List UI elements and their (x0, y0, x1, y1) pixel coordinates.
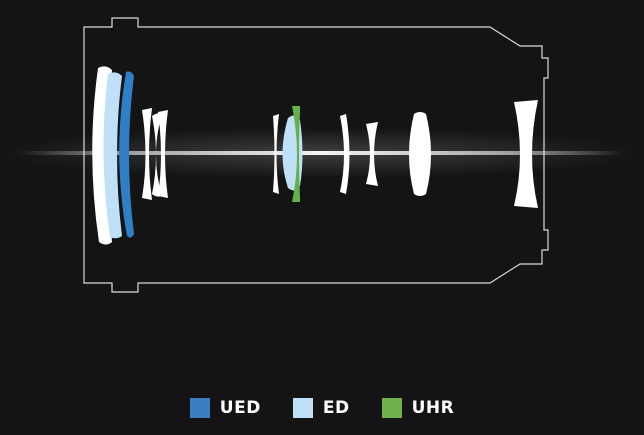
legend-label-ed: ED (322, 398, 350, 418)
legend: UED ED UHR (0, 390, 644, 426)
legend-label-ued: UED (219, 398, 261, 418)
lens-element-11 (366, 122, 378, 186)
legend-item-ued: UED (189, 398, 261, 418)
legend-item-ed: ED (292, 398, 350, 418)
uhr-swatch (381, 398, 402, 418)
lens-barrel-outline (83, 17, 549, 293)
lens-element-13 (514, 100, 538, 208)
lens-element-4 (142, 108, 152, 200)
lens-element-7 (273, 114, 279, 194)
lens-element-9-uhr (292, 106, 300, 202)
legend-item-uhr: UHR (381, 398, 455, 418)
lens-element-12 (409, 112, 431, 196)
lens-element-5 (152, 113, 162, 197)
lens-element-2-ed (103, 72, 122, 239)
light-beam (20, 151, 624, 155)
lens-element-6 (158, 110, 168, 198)
lens-construction-diagram (0, 17, 644, 293)
ued-swatch (189, 398, 210, 418)
lens-element-3-ued (119, 71, 134, 238)
ed-swatch (292, 398, 313, 418)
lens-element-10 (340, 114, 350, 194)
lens-element-8-ed (282, 115, 303, 191)
legend-label-uhr: UHR (411, 398, 455, 418)
